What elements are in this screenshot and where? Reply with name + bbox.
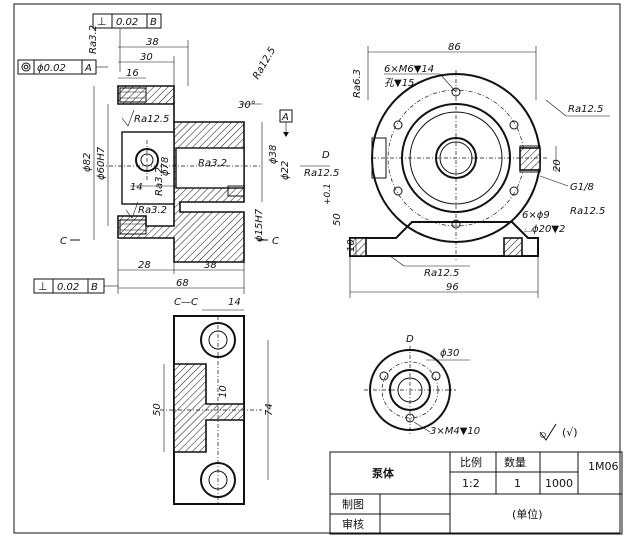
datum-a-label: A — [281, 112, 289, 123]
conc-value: ϕ0.02 — [37, 63, 66, 74]
roughness-ra32-mid: Ra3.2 — [198, 158, 227, 169]
dim-96: 96 — [446, 282, 459, 293]
drawing-number: 1M06 — [588, 460, 619, 473]
roughness-ra32-bot: Ra3.2 — [138, 205, 167, 216]
dim-50: 50 — [332, 213, 343, 226]
bolt-hole — [509, 186, 519, 196]
checked-label: 审核 — [342, 517, 364, 531]
dim-10-cc: 10 — [218, 385, 229, 398]
roughness-ra32-vert: Ra3.2 — [154, 167, 165, 196]
holes-6xphi9: 6×ϕ9 — [522, 210, 550, 221]
sheet-border — [13, 3, 621, 534]
dim-28: 28 — [138, 260, 151, 271]
concentricity-frame: ϕ0.02 A — [17, 59, 108, 75]
dim-30deg: 30° — [238, 100, 256, 111]
roughness-ra125-bottom: Ra12.5 — [424, 268, 459, 279]
dim-30: 30 — [140, 52, 153, 63]
roughness-ra125-inner: Ra12.5 — [134, 114, 169, 125]
dim-phi22: ϕ22 — [280, 161, 291, 180]
roughness-ra125-side: Ra12.5 — [568, 104, 603, 115]
perp-datum: B — [150, 17, 157, 28]
part-name: 泵体 — [372, 466, 395, 480]
concentricity-icon — [21, 62, 31, 72]
dim-68: 68 — [176, 278, 189, 289]
view-d-phi30: ϕ30 — [440, 348, 459, 359]
roughness-ra125-right: Ra12.5 — [304, 168, 339, 179]
perp-symbol-2: ⊥ — [38, 280, 48, 293]
section-cc-title: C—C — [174, 297, 198, 308]
bolt-hole — [393, 120, 403, 130]
view-d-holes: 3×M4▼10 — [430, 426, 480, 437]
holes-6xm6-depth: 孔▼15 — [384, 77, 414, 89]
view-d-hole — [431, 371, 441, 381]
view-d-hole — [379, 371, 389, 381]
drawn-label: 制图 — [342, 498, 364, 511]
general-roughness-text: (√) — [562, 426, 578, 439]
dim-38: 38 — [146, 37, 159, 48]
dim-phi60: ϕ60H7 — [96, 146, 107, 180]
label-d: D — [322, 150, 330, 161]
roughness-ra63: Ra6.3 — [352, 69, 363, 98]
col-qty: 数量 — [504, 456, 526, 469]
dim-86: 86 — [448, 42, 461, 53]
dim-16: 16 — [126, 68, 139, 79]
conc-datum: A — [84, 63, 92, 74]
dim-phi82: ϕ82 — [82, 153, 93, 172]
dim-14: 14 — [130, 182, 143, 193]
counterbore-phi20: ⌴ϕ20▼2 — [524, 224, 565, 235]
bolt-hole — [393, 186, 403, 196]
section-cc: C—C 14 50 74 10 — [152, 297, 275, 505]
code-value: 1000 — [545, 477, 573, 490]
thread-g18: G1/8 — [570, 182, 594, 193]
dim-14-cc: 14 — [228, 297, 241, 308]
dim-38b: 38 — [204, 260, 217, 271]
front-view: ⊥ 0.02 B ϕ0.02 A 38 30 16 — [17, 13, 343, 294]
section-mark-c-right: C — [272, 236, 279, 247]
side-view: 86 20 10 96 6×M6 — [346, 42, 610, 298]
dim-50-cc: 50 — [152, 403, 163, 416]
perp-value: 0.02 — [116, 17, 138, 28]
perp-value-2: 0.02 — [57, 282, 79, 293]
dim-20: 20 — [552, 159, 563, 172]
dim-74-cc: 74 — [264, 403, 275, 416]
dim-phi38: ϕ38 — [268, 145, 279, 164]
roughness-ra125-top: Ra12.5 — [251, 45, 278, 81]
bolt-hole — [509, 120, 519, 130]
holes-6xm6: 6×M6▼14 — [384, 64, 434, 75]
section-mark-c-left: C — [60, 236, 67, 247]
view-d: D ϕ30 3×M4▼10 — [364, 334, 480, 437]
dim-10: 10 — [346, 239, 357, 252]
unit-label: (单位) — [512, 507, 543, 521]
col-scale: 比例 — [460, 455, 482, 469]
roughness-ra32-top: Ra3.2 — [88, 25, 99, 54]
roughness-ra125-base: Ra12.5 — [570, 206, 605, 217]
perpendicularity-frame-top: ⊥ 0.02 B — [92, 13, 162, 72]
perpendicularity-frame-bottom: ⊥ 0.02 B — [33, 278, 118, 294]
scale-value: 1:2 — [462, 477, 480, 490]
qty-value: 1 — [514, 477, 521, 490]
title-block: 泵体 比例 数量 1:2 1 1000 1M06 制图 审核 (单位) — [329, 451, 623, 535]
dim-phi15: ϕ15H7 — [254, 208, 265, 242]
dim-50-tol: +0.1 — [323, 183, 333, 205]
perp-datum-2: B — [91, 282, 98, 293]
view-d-label: D — [406, 334, 414, 345]
perp-symbol: ⊥ — [97, 15, 107, 28]
dim-phi78: ϕ78 — [160, 157, 171, 176]
general-roughness: (√) — [539, 423, 578, 441]
